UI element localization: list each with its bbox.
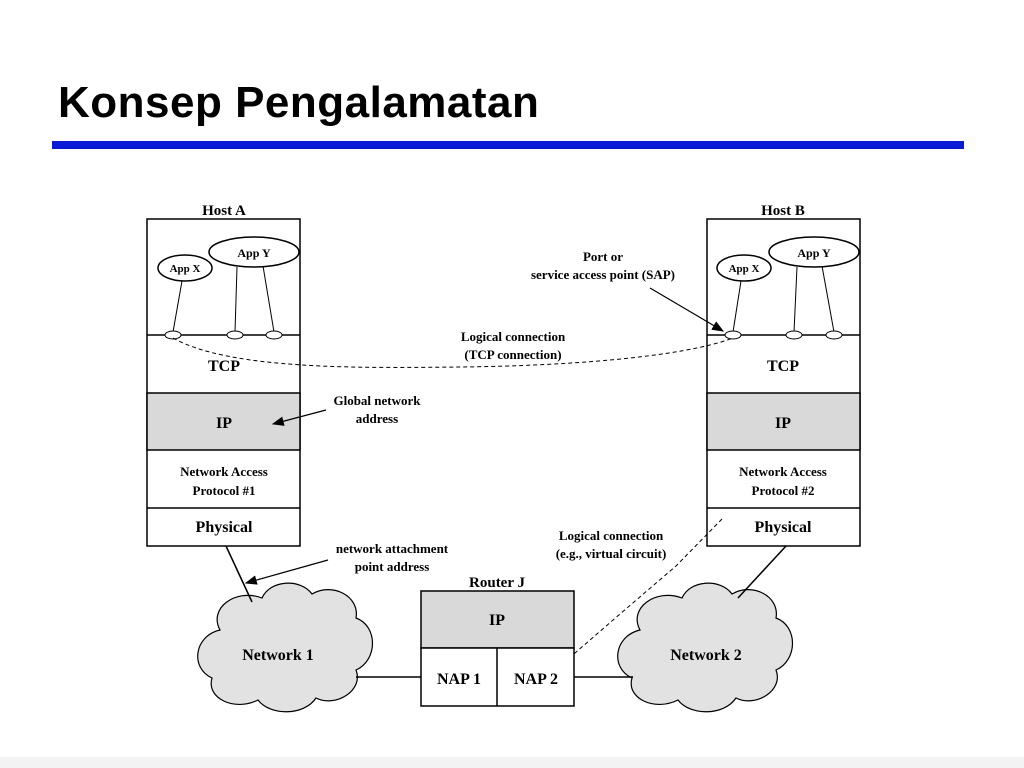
- host-a-network-link: [225, 545, 253, 603]
- host-b-app-y: [768, 236, 860, 268]
- network-2-label: Network 2: [670, 647, 742, 664]
- host-a-tcp-label: TCP: [208, 358, 240, 375]
- slide-title: Konsep Pengalamatan: [58, 78, 540, 127]
- global-address-label-line2: address: [356, 411, 398, 426]
- host-a-nap-line1: Network Access: [180, 464, 268, 479]
- host-a-app-x: [157, 254, 213, 282]
- host-b-nap-line1: Network Access: [739, 464, 827, 479]
- router-ip-label: IP: [489, 612, 505, 629]
- host-a-port: [226, 330, 244, 340]
- host-a-physical-label: Physical: [196, 519, 253, 536]
- router-ip-layer: [420, 590, 575, 649]
- title-underline: [52, 141, 964, 149]
- host-b-ip-layer: [706, 392, 861, 451]
- logical-vc-label-line2: (e.g., virtual circuit): [556, 546, 667, 561]
- host-a: Host A TCP IP Network Access Protocol #1…: [146, 203, 301, 547]
- host-b-tcp-label: TCP: [767, 358, 799, 375]
- logical-vc-label-line1: Logical connection: [559, 528, 664, 543]
- host-b-app-y-label: App Y: [797, 246, 831, 260]
- host-b-ip-label: IP: [775, 415, 791, 432]
- host-b-nap-line2: Protocol #2: [752, 483, 815, 498]
- host-b-label: Host B: [761, 203, 805, 219]
- network-1-cloud: Network 1: [197, 582, 374, 713]
- logical-tcp-label-line1: Logical connection: [461, 329, 566, 344]
- sap-arrow: [649, 287, 725, 332]
- host-b-physical-label: Physical: [755, 519, 812, 536]
- nap-address-label-line1: network attachment: [336, 541, 449, 556]
- host-a-app-y-label: App Y: [237, 246, 271, 260]
- host-b-network-link: [737, 545, 787, 599]
- logical-tcp-connection-line: [172, 337, 734, 368]
- router-nap2-label: NAP 2: [514, 671, 558, 688]
- host-b-app-x-label: App X: [729, 263, 760, 275]
- router-j: Router J IP NAP 1 NAP 2: [420, 575, 575, 707]
- sap-label-line1: Port or: [583, 249, 623, 264]
- host-a-nap-line2: Protocol #1: [193, 483, 256, 498]
- network-2-cloud: Network 2: [617, 582, 794, 713]
- slide-bottom-strip: [0, 757, 1024, 768]
- host-a-ip-label: IP: [216, 415, 232, 432]
- global-address-label-line1: Global network: [333, 393, 421, 408]
- global-address-arrow: [271, 409, 327, 426]
- host-b: Host B TCP IP Network Access Protocol #2…: [706, 203, 861, 547]
- host-a-app-y: [208, 236, 300, 268]
- sap-label-line2: service access point (SAP): [531, 267, 675, 282]
- host-a-port: [164, 330, 182, 340]
- host-a-app-x-label: App X: [170, 263, 201, 275]
- host-b-port: [825, 330, 843, 340]
- network-1-label: Network 1: [242, 647, 314, 664]
- router-label: Router J: [469, 575, 525, 591]
- host-b-app-x: [716, 254, 772, 282]
- logical-tcp-label-line2: (TCP connection): [464, 347, 561, 362]
- nap-address-label-line2: point address: [355, 559, 430, 574]
- host-a-port: [265, 330, 283, 340]
- nap-address-arrow: [244, 559, 329, 585]
- router-nap1-label: NAP 1: [437, 671, 481, 688]
- host-a-label: Host A: [202, 203, 246, 219]
- host-b-port: [724, 330, 742, 340]
- host-b-port: [785, 330, 803, 340]
